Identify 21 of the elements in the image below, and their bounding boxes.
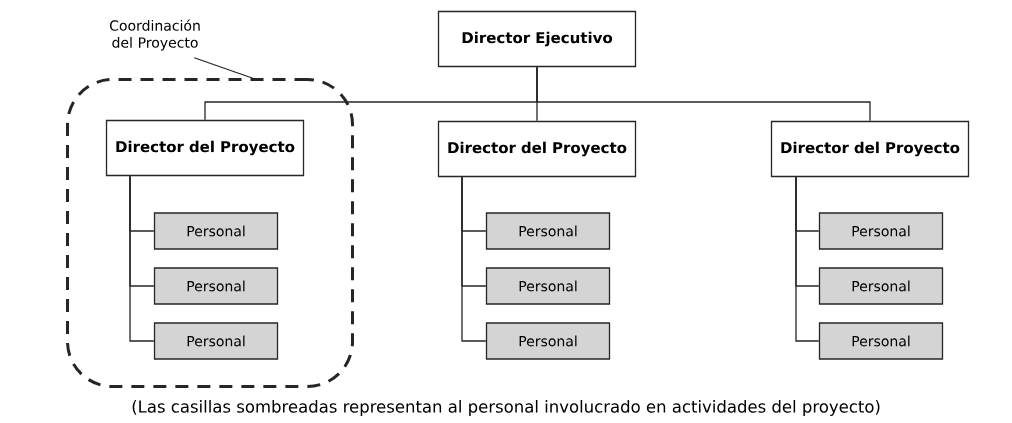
director-box: Director del Proyecto	[105, 119, 305, 177]
staff-box: Personal	[818, 212, 944, 250]
staff-box: Personal	[485, 267, 611, 305]
connector-line	[536, 66, 871, 122]
director-box: Director del Proyecto	[770, 120, 970, 178]
staff-box: Personal	[153, 322, 279, 360]
region-label: Coordinación del Proyecto	[109, 19, 200, 51]
staff-box: Personal	[485, 322, 611, 360]
staff-box: Personal	[818, 322, 944, 360]
dashed-region	[66, 78, 354, 388]
director-box: Director Ejecutivo	[437, 10, 637, 68]
staff-box: Personal	[153, 212, 279, 250]
staff-box: Personal	[485, 212, 611, 250]
staff-box: Personal	[153, 267, 279, 305]
connector-line	[461, 176, 487, 342]
staff-box: Personal	[818, 267, 944, 305]
connector-line	[795, 176, 820, 342]
caption: (Las casillas sombreadas representan al personal involucrado en actividades del proyecto)	[132, 400, 880, 416]
connector-line	[129, 175, 155, 342]
leader-line	[193, 57, 256, 80]
director-box: Director del Proyecto	[437, 120, 637, 178]
